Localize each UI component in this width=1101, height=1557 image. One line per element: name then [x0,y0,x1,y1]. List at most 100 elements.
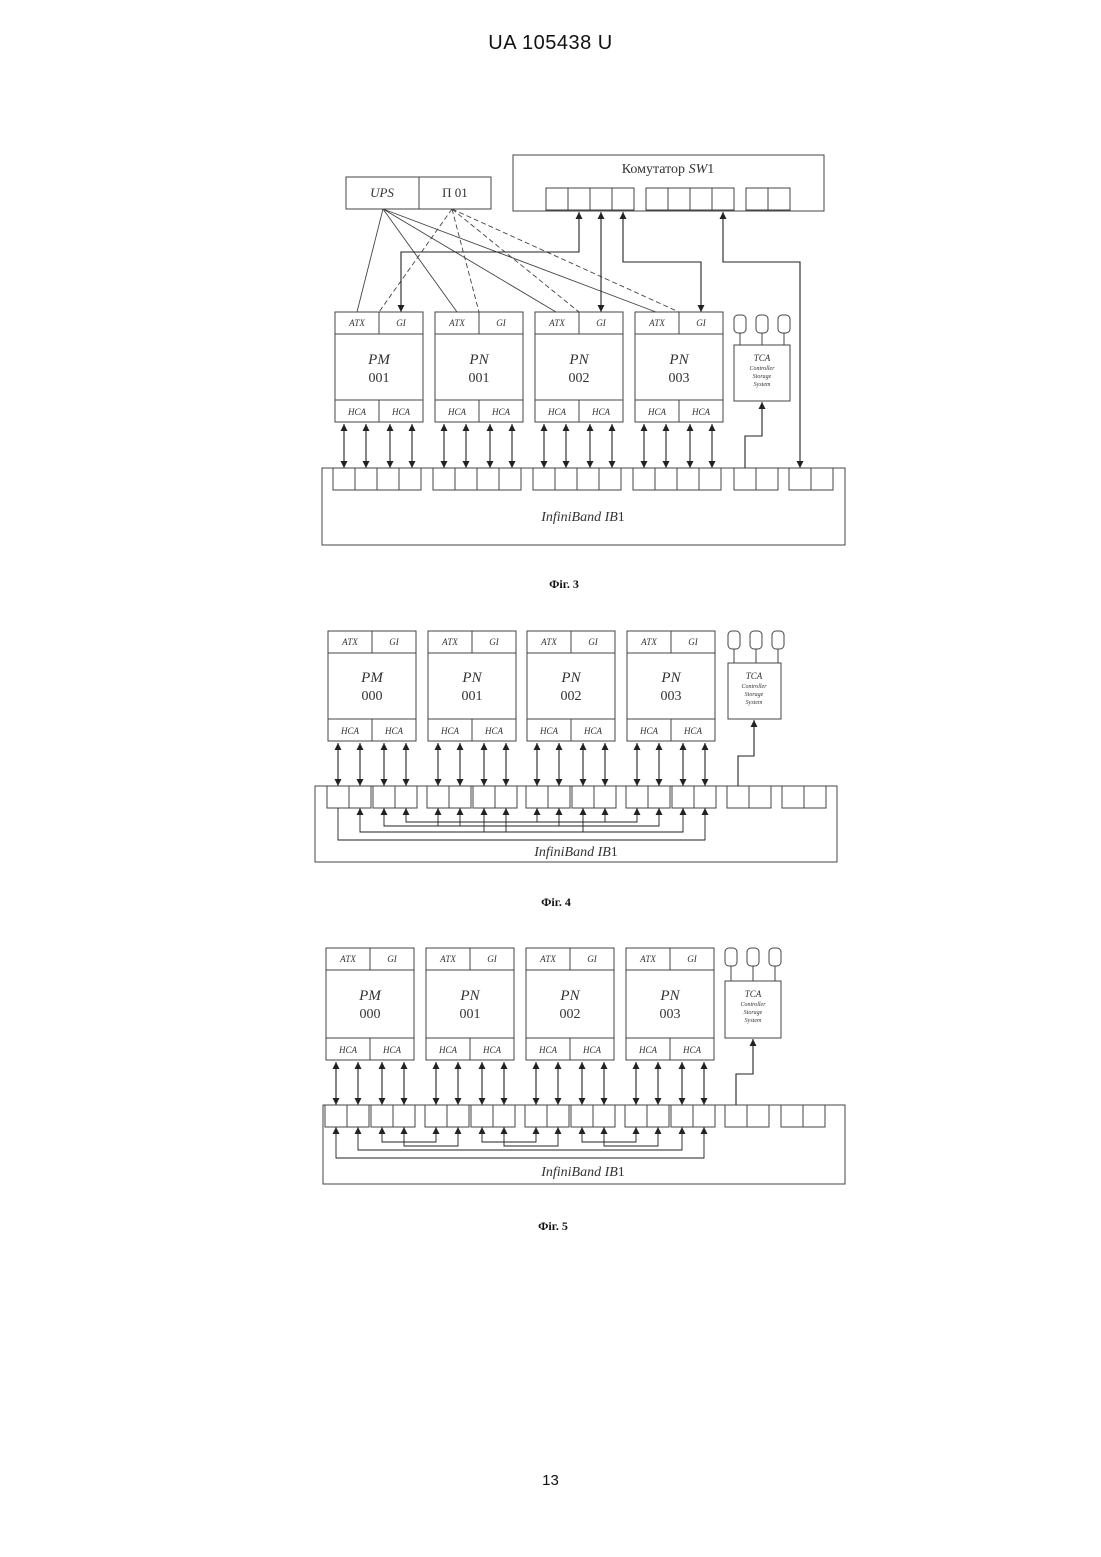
hca-label: HCA [591,407,611,417]
node-number: 000 [360,1007,381,1022]
fig3-bus-ports [333,468,833,490]
hca-label: HCA [539,726,559,736]
hca-label: HCA [382,1045,402,1055]
node-number: 003 [660,1007,681,1022]
fig3-node-3: ATX GI PN 003 HCA HCA [635,312,723,422]
fig5-node-1: ATX GI PN 001 HCA HCA [426,948,514,1060]
node-number: 001 [369,371,390,386]
hca-label: HCA [391,407,411,417]
gi-label: GI [696,318,706,328]
fig5-node-3: ATX GI PN 003 HCA HCA [626,948,714,1060]
tca-link [738,720,754,786]
tca-label: TCA [754,353,771,363]
node-type: PM [367,352,391,368]
atx-label: ATX [640,637,657,647]
figure-4: ATX GI PM 000 HCA HCA ATX GI PN 001 HCA … [315,631,837,909]
node-number: 001 [460,1007,481,1022]
gi-label: GI [587,954,597,964]
atx-label: ATX [648,318,665,328]
atx-label: ATX [441,637,458,647]
fig5-node-0: ATX GI PM 000 HCA HCA [326,948,414,1060]
fig5-node-2: ATX GI PN 002 HCA HCA [526,948,614,1060]
fig4-hca-links [338,743,705,786]
fig4-bus-ports [327,786,826,808]
hca-label: HCA [639,726,659,736]
hca-label: HCA [538,1045,558,1055]
gi-label: GI [688,637,698,647]
hca-label: HCA [484,726,504,736]
gi-label: GI [687,954,697,964]
tca-sub: Controller [741,684,767,690]
tca-sub: Storage [753,374,772,380]
fig4-node-3: ATX GI PN 003 HCA HCA [627,631,715,741]
fig5-infiniband-label: InfiniBand IB1 [540,1165,625,1180]
node-number: 002 [561,689,582,704]
tca-label: TCA [745,989,762,999]
node-type: PN [459,988,480,1004]
gi-label: GI [389,637,399,647]
switch-sw1-label: Комутатор SW1 [622,162,714,177]
fig3-node-0: ATX GI PM 001 HCA HCA [335,312,423,422]
fig3-node-1: ATX GI PN 001 HCA HCA [435,312,523,422]
atx-label: ATX [348,318,365,328]
atx-label: ATX [339,954,356,964]
tca-sub: Controller [749,366,775,372]
hca-label: HCA [447,407,467,417]
hca-label: HCA [683,726,703,736]
ups-label: UPS [370,185,394,200]
hca-label: HCA [384,726,404,736]
gi-label: GI [596,318,606,328]
fig3-caption: Фіг. 3 [549,577,579,591]
gi-label: GI [396,318,406,328]
hca-label: HCA [347,407,367,417]
figure-3: Комутатор SW1 UPS П 01 [322,155,845,591]
atx-label: ATX [540,637,557,647]
fig3-storage-disks [734,315,790,345]
gi-label: GI [496,318,506,328]
node-number: 002 [560,1007,581,1022]
fig5-hca-links [336,1062,704,1105]
node-number: 002 [569,371,590,386]
atx-label: ATX [539,954,556,964]
fig4-internal-links [338,808,705,840]
hca-label: HCA [547,407,567,417]
figure-5: ATX GI PM 000 HCA HCA ATX GI PN 001 HCA … [323,948,845,1233]
tca-link [736,1039,753,1105]
hca-label: HCA [638,1045,658,1055]
hca-label: HCA [691,407,711,417]
fig3-infiniband-box [322,468,845,545]
hca-label: HCA [647,407,667,417]
hca-label: HCA [583,726,603,736]
node-type: PN [668,352,689,368]
p01-label: П 01 [442,185,468,200]
gi-label: GI [588,637,598,647]
atx-label: ATX [639,954,656,964]
node-type: PM [360,670,384,686]
gi-label: GI [487,954,497,964]
node-type: PN [659,988,680,1004]
fig3-hca-links [344,424,712,468]
fig4-node-0: ATX GI PM 000 HCA HCA [328,631,416,741]
node-number: 003 [661,689,682,704]
fig3-node-2: ATX GI PN 002 HCA HCA [535,312,623,422]
node-type: PN [560,670,581,686]
fig4-caption: Фіг. 4 [541,895,571,909]
tca-label: TCA [746,671,763,681]
hca-label: HCA [582,1045,602,1055]
node-type: PN [559,988,580,1004]
hca-label: HCA [340,726,360,736]
fig4-infiniband-label: InfiniBand IB1 [533,845,618,860]
fig5-caption: Фіг. 5 [538,1219,568,1233]
tca-sub: Storage [744,1010,763,1016]
atx-label: ATX [439,954,456,964]
fig4-storage-disks [728,631,784,663]
hca-label: HCA [482,1045,502,1055]
atx-label: ATX [548,318,565,328]
node-number: 000 [362,689,383,704]
hca-label: HCA [438,1045,458,1055]
node-number: 001 [469,371,490,386]
node-type: PN [461,670,482,686]
node-type: PN [568,352,589,368]
gi-label: GI [387,954,397,964]
tca-sub: System [754,382,771,388]
